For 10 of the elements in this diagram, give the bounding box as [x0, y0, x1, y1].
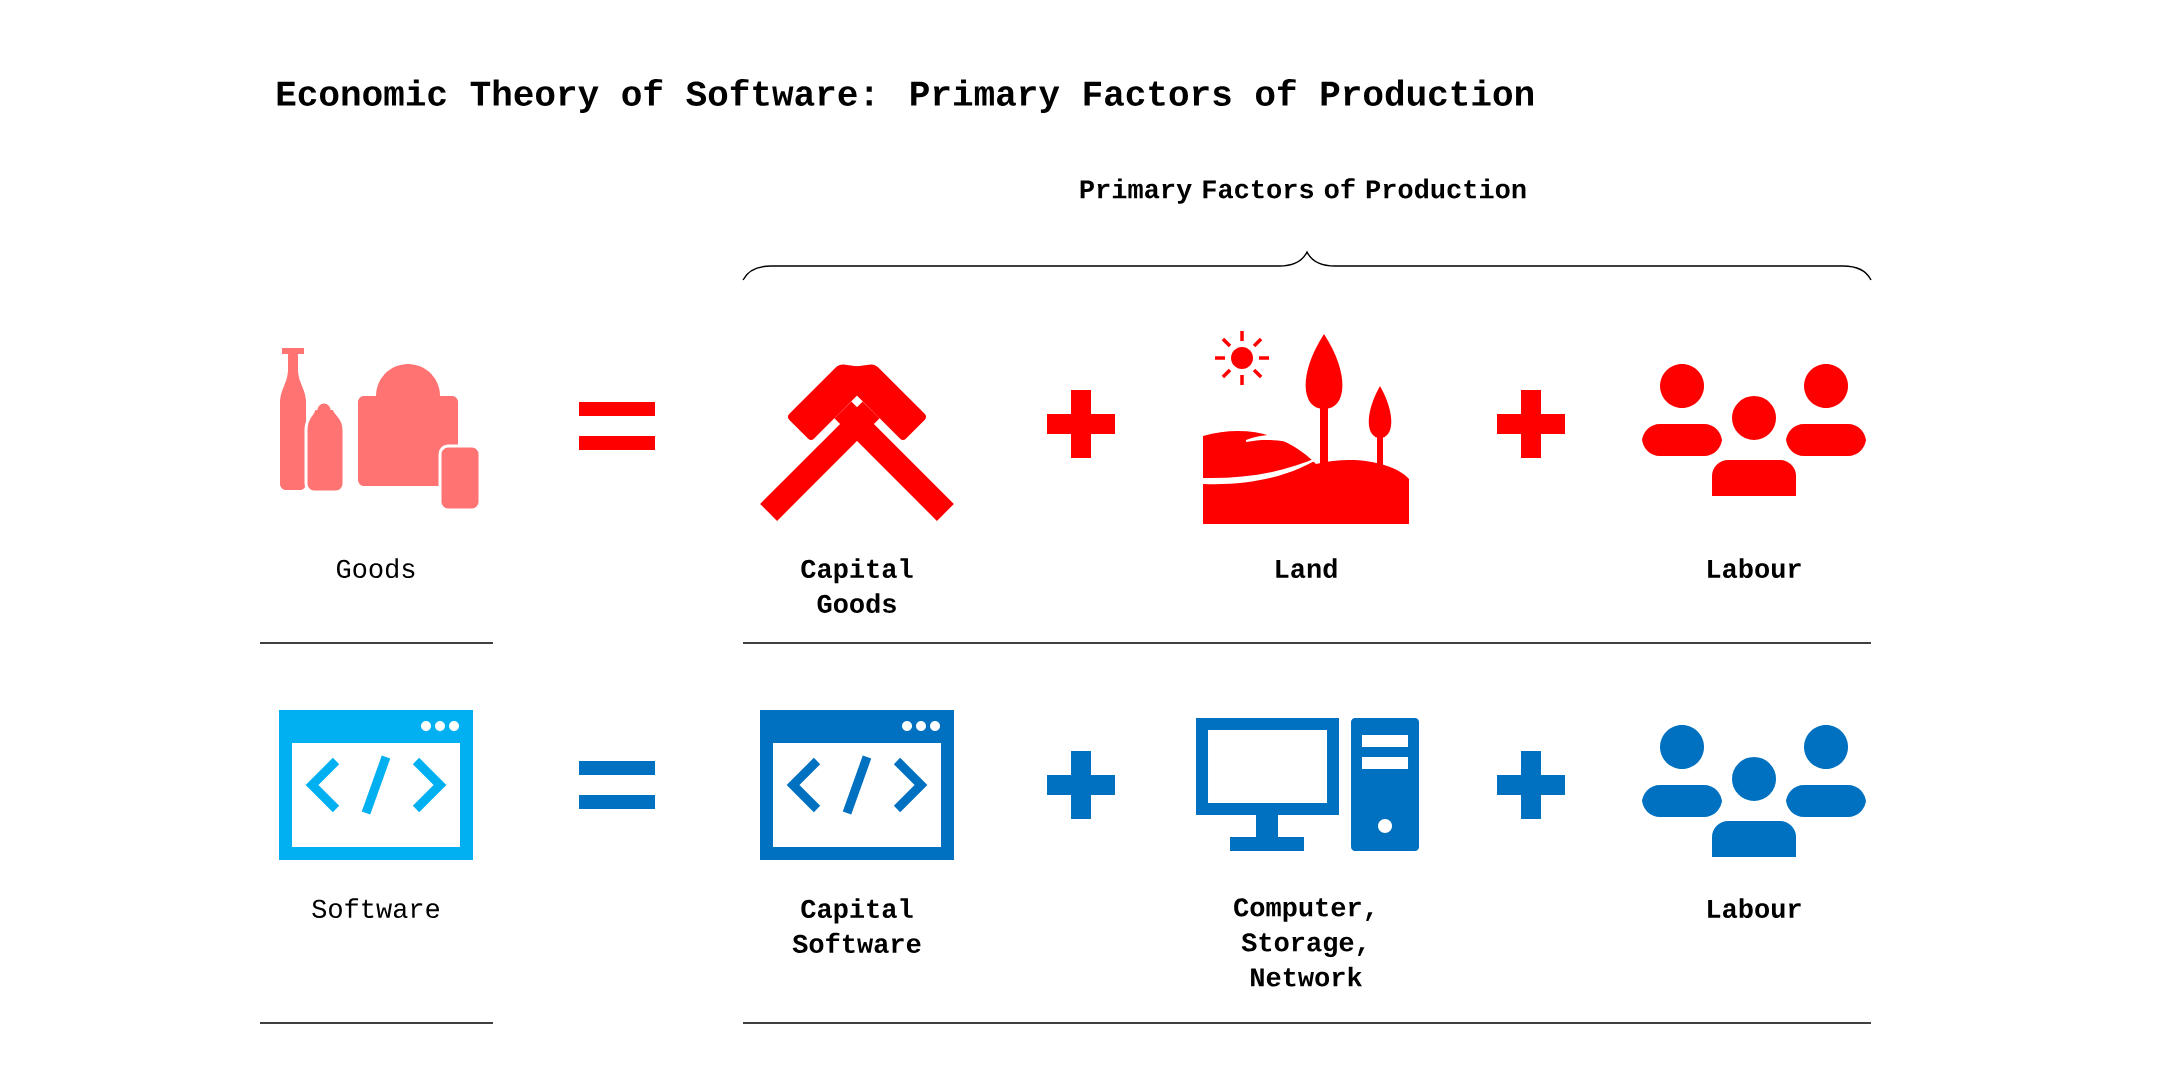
label: Capital Goods [801, 558, 913, 614]
label: Software [312, 898, 439, 919]
heading: Primary Factors of Production [1080, 178, 1526, 204]
label: Land [1276, 558, 1337, 579]
label: Goods [337, 558, 415, 579]
label: Computer, Storage, Network [1234, 898, 1373, 987]
label: Labour [1708, 558, 1801, 579]
title: Economic Theory of Software: Primary Factors of Production [277, 78, 1533, 114]
label: Capital Software [792, 898, 921, 954]
label: Labour [1708, 898, 1801, 919]
